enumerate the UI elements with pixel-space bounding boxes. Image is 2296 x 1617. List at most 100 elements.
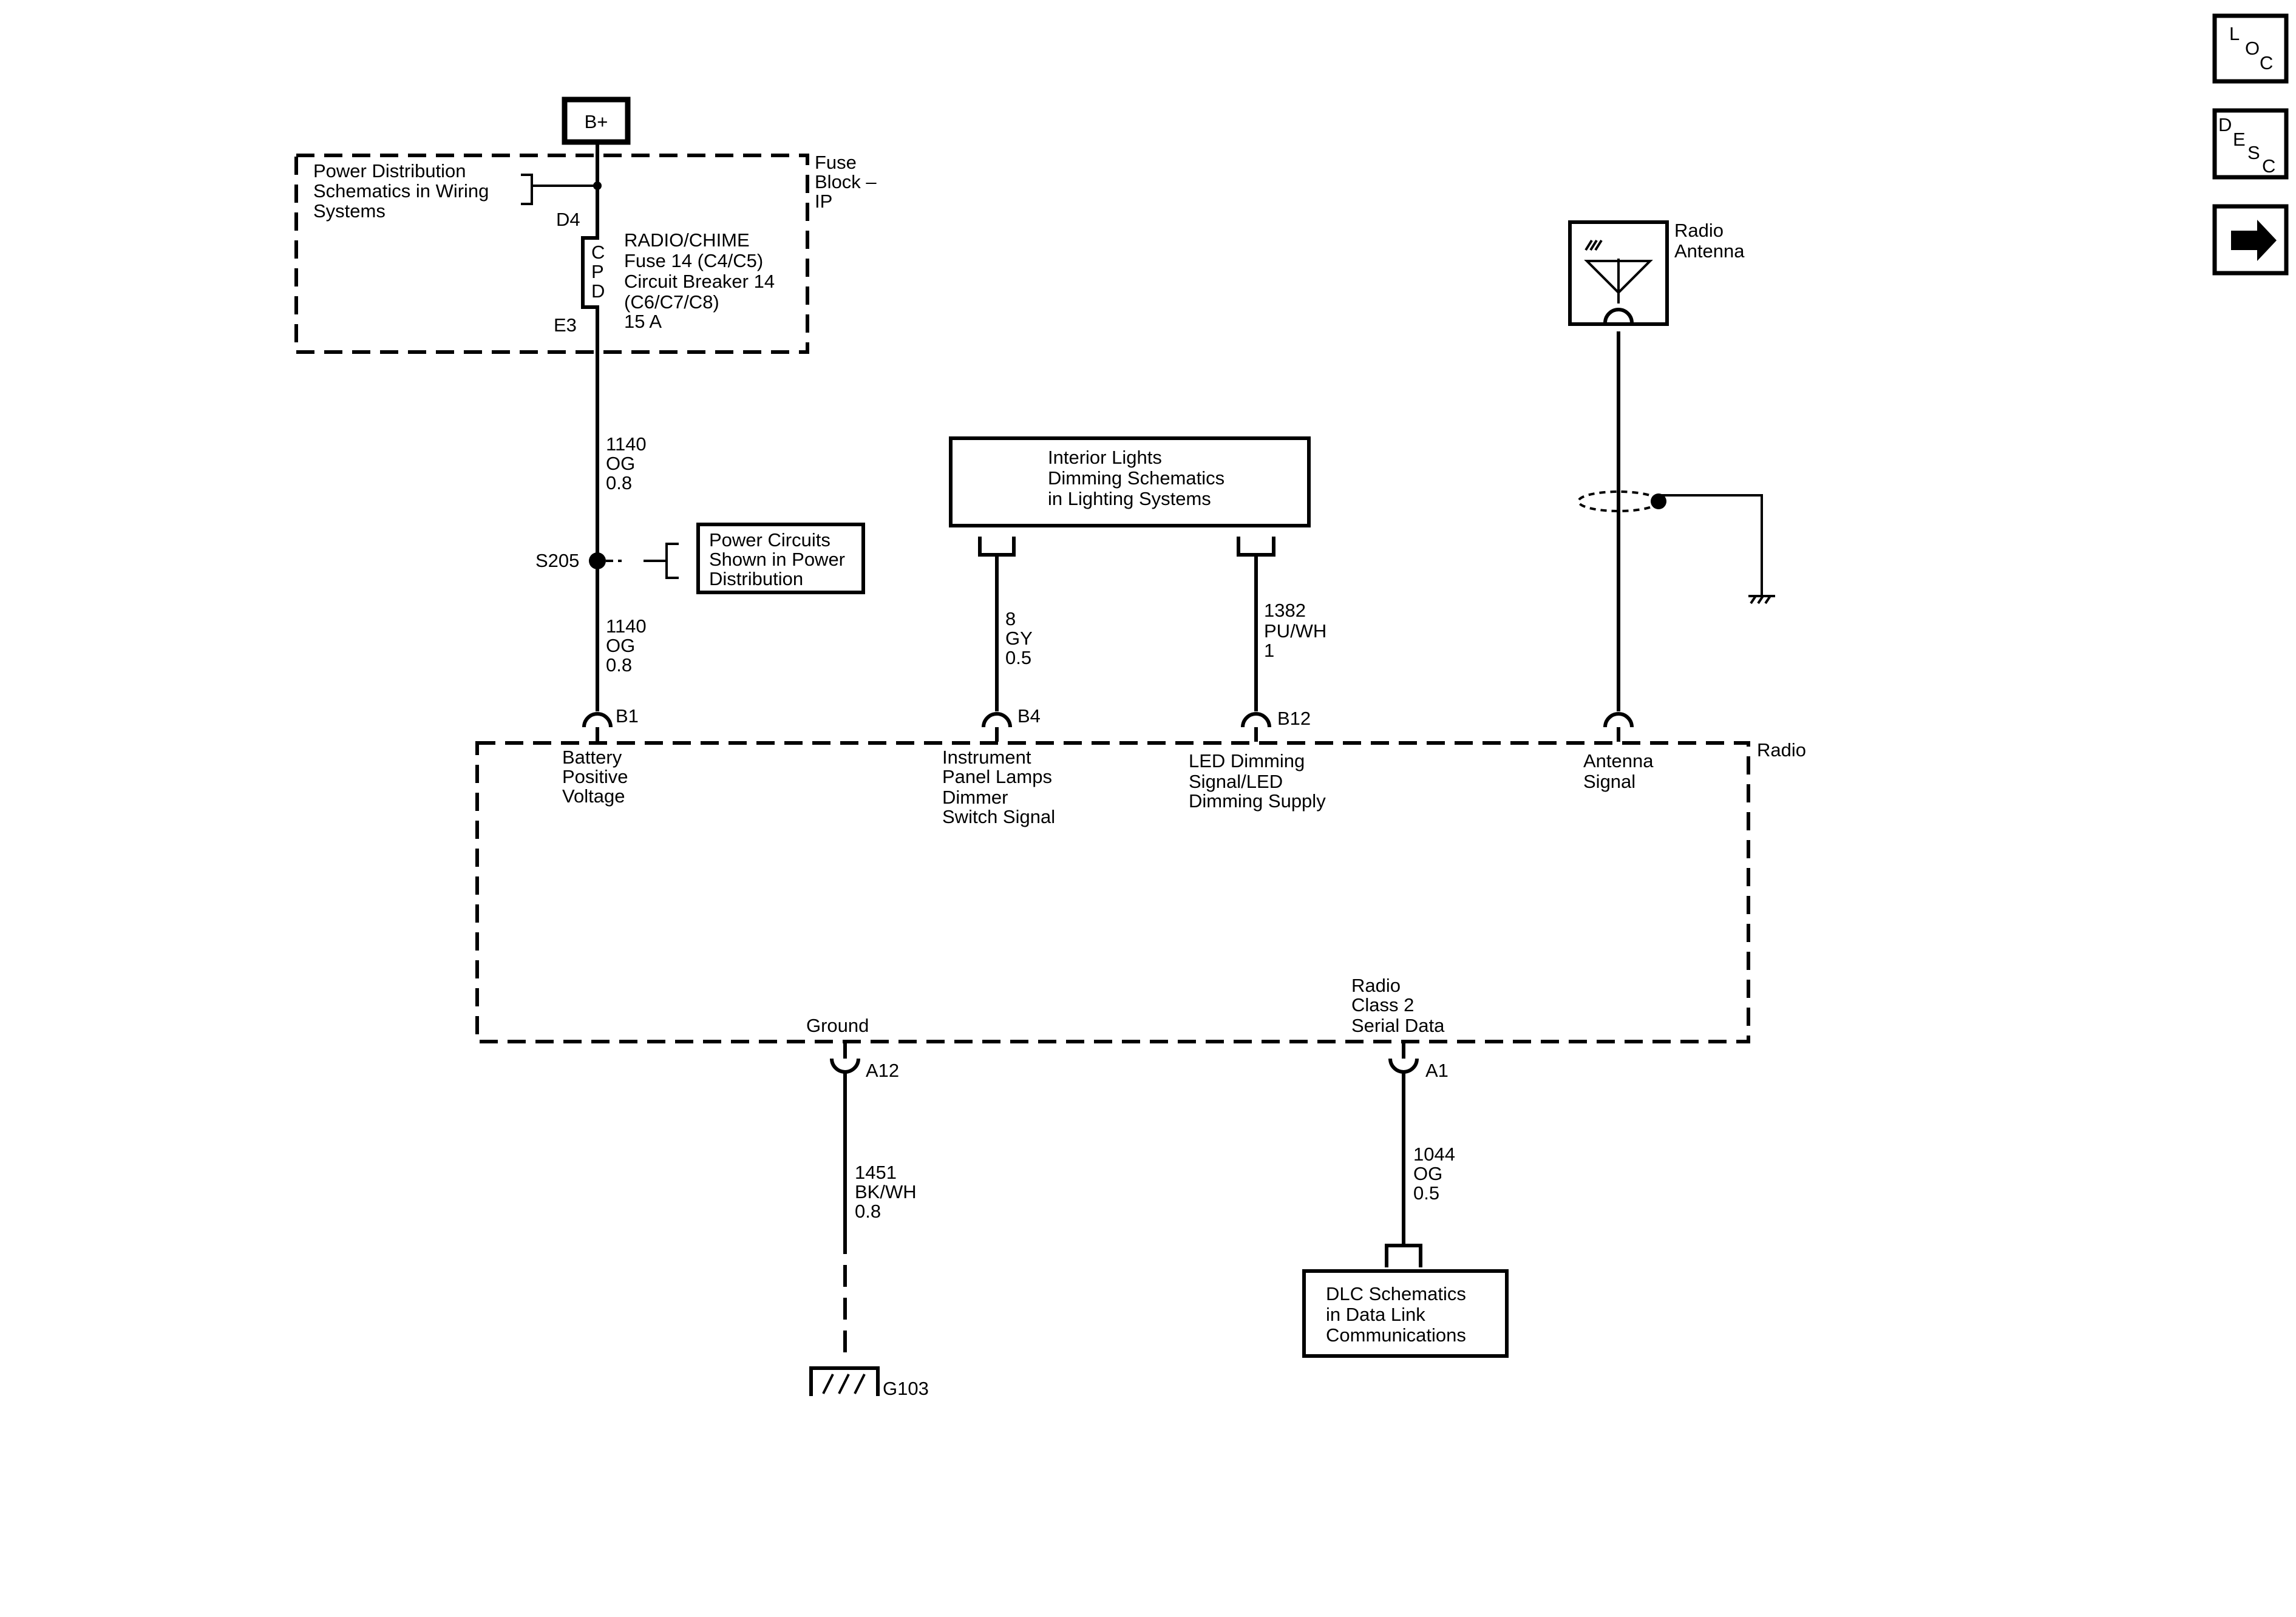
led-func-line-1: LED Dimming — [1189, 750, 1305, 771]
serial-func-line-2: Class 2 — [1351, 994, 1414, 1015]
antenna-title-line-2: Antenna — [1674, 240, 1745, 262]
interior-ref-line-2: Dimming Schematics — [1048, 467, 1224, 489]
radio-antenna: Radio Antenna — [1568, 220, 1745, 326]
radio-module-label: Radio — [1757, 739, 1806, 761]
wire-1044-color: OG — [1413, 1163, 1442, 1184]
cpd-letter-c: C — [591, 242, 605, 263]
pin-a12-label: A12 — [866, 1060, 899, 1081]
fuse-desc-line-4: (C6/C7/C8) — [624, 291, 719, 313]
fuse-desc-line-2: Fuse 14 (C4/C5) — [624, 250, 763, 271]
dlc-reference[interactable]: DLC Schematics in Data Link Communicatio… — [1302, 1269, 1509, 1358]
dimmer-func-line-2: Panel Lamps — [942, 766, 1052, 787]
wire-1044-size: 0.5 — [1413, 1182, 1439, 1204]
pin-b4-label: B4 — [1017, 705, 1041, 727]
pin-a1-label: A1 — [1425, 1060, 1449, 1081]
connector-antenna: Antenna Signal — [1583, 712, 1654, 792]
wire-1044-number: 1044 — [1413, 1144, 1455, 1165]
desc-letter-d: D — [2218, 114, 2232, 135]
fuse-desc-line-1: RADIO/CHIME — [624, 229, 750, 251]
ground-func-label: Ground — [806, 1015, 869, 1036]
serial-func-line-1: Radio — [1351, 975, 1401, 996]
power-circuits-ref-line-3: Distribution — [709, 568, 803, 589]
wire-8-color: GY — [1005, 628, 1033, 649]
wire-1451-number: 1451 — [855, 1162, 897, 1183]
pin-e3-label: E3 — [554, 314, 577, 336]
ground-g103-label: G103 — [883, 1378, 929, 1399]
fuse-block-label-2: Block – — [815, 171, 877, 192]
serial-func-line-3: Serial Data — [1351, 1015, 1445, 1036]
fuse-block-label-3: IP — [815, 191, 832, 212]
pin-b12-label: B12 — [1277, 708, 1311, 729]
dimmer-func-line-3: Dimmer — [942, 787, 1008, 808]
dlc-ref-line-1: DLC Schematics — [1326, 1283, 1466, 1304]
splice-s205: S205 — [535, 543, 679, 579]
desc-letter-e: E — [2233, 129, 2246, 150]
antenna-func-line-2: Signal — [1583, 771, 1635, 792]
power-circuits-ref-line-1: Power Circuits — [709, 529, 830, 551]
wire-1140-size: 0.8 — [606, 472, 632, 493]
fuse-desc-line-5: 15 A — [624, 311, 662, 332]
power-circuits-reference[interactable]: Power Circuits Shown in Power Distributi… — [696, 523, 865, 594]
connector-b4: B4 Instrument Panel Lamps Dimmer Switch … — [942, 705, 1055, 827]
wire-1451-size: 0.8 — [855, 1201, 881, 1222]
wire-1140b-color: OG — [606, 635, 635, 656]
connector-b1: B1 Battery Positive Voltage — [562, 705, 639, 807]
power-circuits-ref-line-2: Shown in Power — [709, 549, 845, 570]
loc-letter-l: L — [2229, 23, 2240, 44]
interior-ref-line-3: in Lighting Systems — [1048, 488, 1211, 509]
antenna-func-line-1: Antenna — [1583, 750, 1654, 771]
dimmer-func-line-4: Switch Signal — [942, 806, 1055, 827]
wire-1140-color: OG — [606, 453, 635, 474]
splice-s205-label: S205 — [535, 550, 579, 571]
pin-d4-label: D4 — [556, 209, 580, 230]
wire-1382-color: PU/WH — [1264, 620, 1326, 642]
battery-func-line-3: Voltage — [562, 785, 625, 807]
next-button[interactable] — [2212, 204, 2289, 276]
fuse-block: Fuse Block – IP — [294, 152, 877, 354]
connector-b12: B12 LED Dimming Signal/LED Dimming Suppl… — [1189, 708, 1326, 812]
desc-letter-c: C — [2262, 155, 2275, 177]
dlc-ref-line-2: in Data Link — [1326, 1304, 1425, 1325]
antenna-title-line-1: Radio — [1674, 220, 1724, 241]
led-func-line-3: Dimming Supply — [1189, 790, 1326, 812]
power-dist-ref-line-3: Systems — [313, 200, 385, 222]
dimmer-func-line-1: Instrument — [942, 747, 1031, 768]
wire-1451-color: BK/WH — [855, 1181, 917, 1202]
battery-func-line-1: Battery — [562, 747, 622, 768]
connector-a1: A1 — [1388, 1043, 1449, 1081]
wire-8-size: 0.5 — [1005, 647, 1031, 668]
interior-lights-reference[interactable]: Interior Lights Dimming Schematics in Li… — [949, 436, 1311, 527]
fuse-desc-line-3: Circuit Breaker 14 — [624, 271, 775, 292]
power-dist-ref-line-1: Power Distribution — [313, 160, 466, 181]
power-distribution-reference[interactable]: Power Distribution Schematics in Wiring … — [313, 160, 602, 222]
power-dist-ref-line-2: Schematics in Wiring — [313, 180, 489, 202]
interior-ref-line-1: Interior Lights — [1048, 447, 1162, 468]
cpd-letter-p: P — [591, 261, 604, 282]
desc-button[interactable]: D E S C — [2212, 108, 2289, 180]
fuse-cpd: C P D RADIO/CHIME Fuse 14 (C4/C5) Circui… — [581, 229, 775, 332]
wire-1140-number: 1140 — [606, 433, 647, 455]
arrow-right-icon — [2231, 220, 2277, 261]
shield-ground — [1577, 490, 1775, 605]
wire-8-number: 8 — [1005, 608, 1016, 629]
loc-button[interactable]: L O C — [2212, 13, 2289, 84]
loc-letter-c: C — [2260, 52, 2273, 73]
wire-1140b-size: 0.8 — [606, 654, 632, 676]
radio-module: Radio — [475, 739, 1806, 1043]
pin-b1-label: B1 — [616, 705, 639, 727]
wire-1382-number: 1382 — [1264, 600, 1306, 621]
dlc-ref-line-3: Communications — [1326, 1324, 1466, 1346]
battery-plus-box: B+ — [562, 97, 631, 145]
cpd-letter-d: D — [591, 280, 605, 302]
battery-func-line-2: Positive — [562, 766, 628, 787]
led-func-line-2: Signal/LED — [1189, 771, 1283, 792]
desc-letter-s: S — [2247, 142, 2260, 163]
wire-1382-size: 1 — [1264, 640, 1274, 661]
connector-a12: A12 — [830, 1043, 899, 1081]
loc-letter-o: O — [2245, 38, 2260, 59]
fuse-block-label-1: Fuse — [815, 152, 857, 173]
battery-plus-label: B+ — [585, 111, 608, 132]
wire-1140b-number: 1140 — [606, 615, 647, 637]
ground-g103: G103 — [809, 1366, 929, 1399]
